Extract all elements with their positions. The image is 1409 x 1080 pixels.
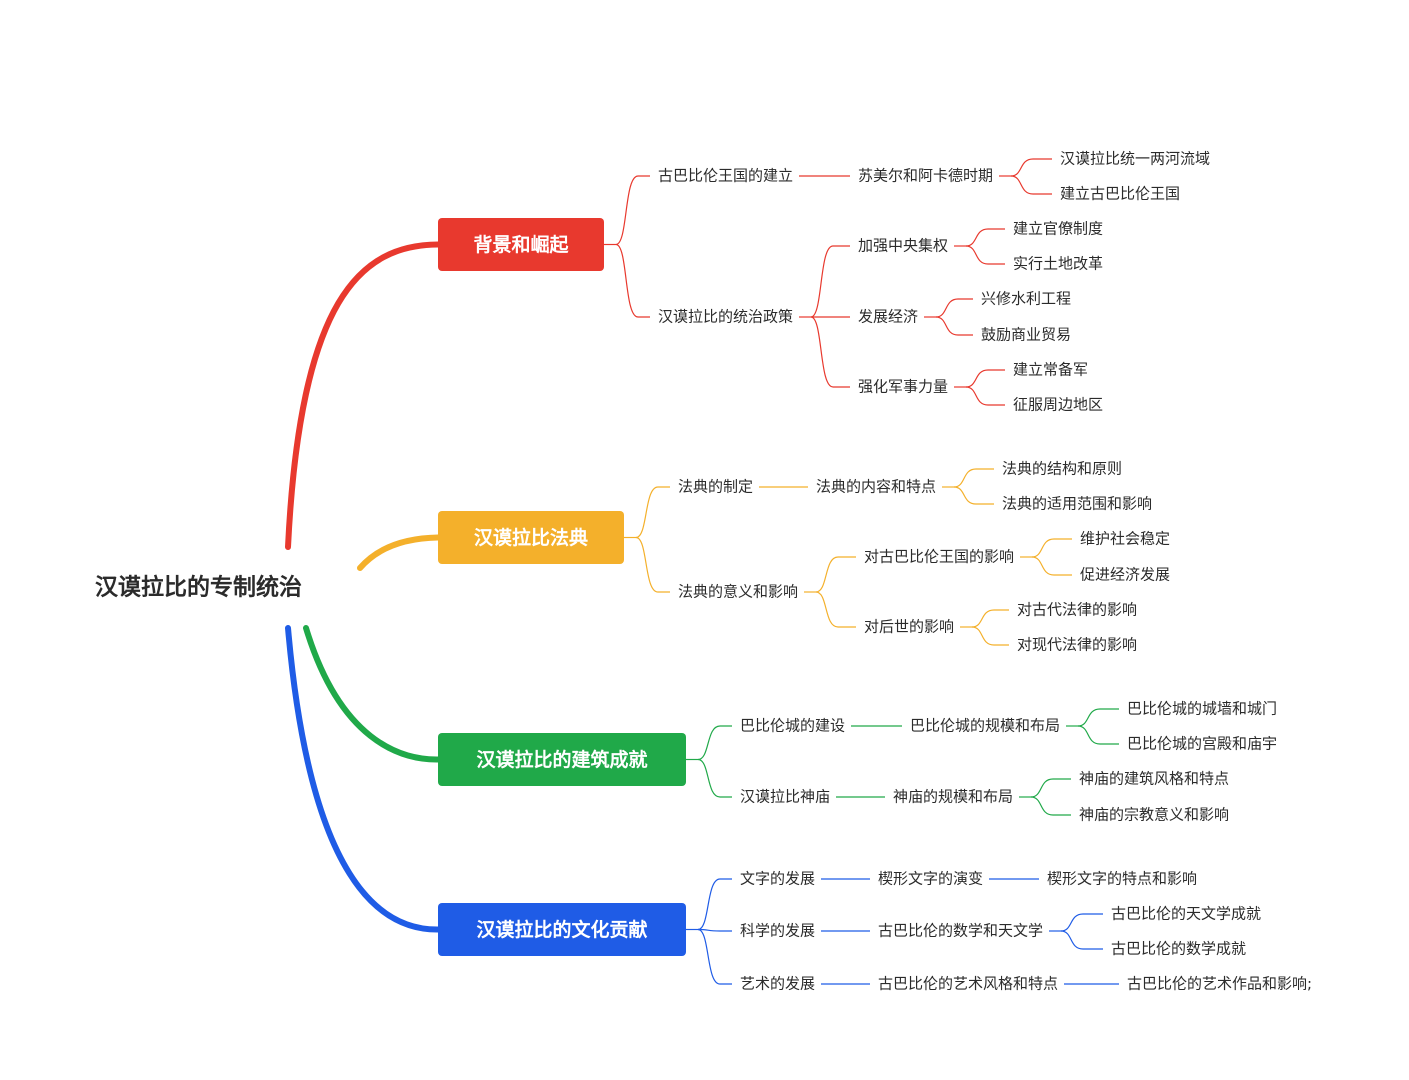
connector-line (1030, 796, 1071, 816)
subtopic-label: 古巴比伦王国的建立 (658, 167, 793, 185)
detail-label: 法典的适用范围和影响 (1002, 495, 1152, 513)
subtopic-label: 法典的意义和影响 (678, 583, 798, 601)
subtopic-label: 汉谟拉比神庙 (740, 788, 830, 806)
detail-label: 实行土地改革 (1013, 255, 1103, 273)
topic-label: 对后世的影响 (864, 618, 954, 636)
detail-label: 古巴比伦的数学成就 (1111, 940, 1246, 958)
connector-line (935, 298, 973, 318)
connector-line (697, 878, 732, 931)
detail-label: 鼓励商业贸易 (981, 326, 1071, 344)
topic-label: 楔形文字的演变 (878, 870, 983, 888)
detail-label: 维护社会稳定 (1080, 530, 1170, 548)
connector-line (1010, 158, 1052, 177)
topic-label: 古巴比伦的数学和天文学 (878, 922, 1043, 940)
connector-line (615, 243, 650, 318)
connector-line (615, 175, 650, 246)
branch-node[interactable] (438, 903, 686, 956)
topic-label: 发展经济 (858, 308, 918, 326)
detail-label: 巴比伦城的宫殿和庙宇 (1127, 735, 1277, 753)
connector-line (965, 369, 1005, 388)
detail-label: 法典的结构和原则 (1002, 460, 1122, 478)
topic-label: 古巴比伦的艺术风格和特点 (878, 975, 1058, 993)
branch-label: 背景和崛起 (473, 233, 569, 256)
detail-label: 征服周边地区 (1013, 396, 1103, 414)
connector-line (953, 486, 994, 505)
subtopic-label: 法典的制定 (678, 478, 753, 496)
detail-label: 神庙的宗教意义和影响 (1079, 806, 1229, 824)
connector-line (810, 245, 850, 318)
detail-label: 兴修水利工程 (981, 290, 1071, 308)
connector-line (1031, 556, 1072, 576)
connector-line (971, 609, 1009, 628)
detail-label: 建立古巴比伦王国 (1060, 185, 1180, 203)
connector-line (953, 468, 994, 488)
topic-label: 对古巴比伦王国的影响 (864, 548, 1014, 566)
detail-label: 对现代法律的影响 (1017, 636, 1137, 654)
connector-line (1010, 175, 1052, 195)
topic-label: 巴比伦城的规模和布局 (910, 717, 1060, 735)
detail-label: 巴比伦城的城墙和城门 (1127, 700, 1277, 718)
connector-line (635, 486, 670, 539)
connector-line (1060, 913, 1103, 932)
detail-label: 楔形文字的特点和影响 (1047, 870, 1197, 888)
connector-line (810, 316, 850, 388)
connector-lines (285, 158, 1119, 985)
detail-label: 建立官僚制度 (1013, 220, 1103, 238)
connector-line (1031, 538, 1072, 558)
connector-line (1077, 708, 1119, 727)
connector-line (815, 591, 856, 628)
connector-line (935, 316, 973, 336)
branch-label: 汉谟拉比的建筑成就 (476, 748, 647, 771)
topic-label: 加强中央集权 (858, 237, 948, 255)
connector-line (965, 228, 1005, 247)
root-branch-curve (357, 534, 441, 571)
subtopic-label: 艺术的发展 (740, 975, 815, 993)
connector-line (815, 556, 856, 593)
connector-line (697, 928, 732, 932)
branch-node[interactable] (438, 511, 624, 564)
connector-line (971, 626, 1009, 646)
branch-node[interactable] (438, 218, 604, 271)
branch-label: 汉谟拉比的文化贡献 (476, 918, 647, 941)
branch-label: 汉谟拉比法典 (474, 526, 588, 549)
branch-node[interactable] (438, 733, 686, 786)
topic-label: 法典的内容和特点 (816, 478, 936, 496)
connector-line (1077, 725, 1119, 745)
root-branch-curve (285, 241, 441, 550)
root-branch-curve (285, 625, 441, 933)
connector-line (697, 928, 732, 985)
connector-line (1030, 778, 1071, 798)
detail-label: 神庙的建筑风格和特点 (1079, 770, 1229, 788)
connector-line (965, 386, 1005, 406)
root-topic: 汉谟拉比的专制统治 (95, 574, 302, 601)
detail-label: 汉谟拉比统一两河流域 (1060, 150, 1210, 168)
detail-label: 对古代法律的影响 (1017, 601, 1137, 619)
connector-line (635, 536, 670, 593)
detail-label: 古巴比伦的天文学成就 (1111, 905, 1261, 923)
detail-label: 建立常备军 (1013, 361, 1088, 379)
topic-label: 苏美尔和阿卡德时期 (858, 167, 993, 185)
detail-label: 促进经济发展 (1080, 566, 1170, 584)
root-branch-curve (303, 625, 441, 763)
topic-label: 神庙的规模和布局 (893, 788, 1013, 806)
connector-line (697, 725, 732, 761)
subtopic-label: 科学的发展 (740, 922, 815, 940)
subtopic-label: 文字的发展 (740, 870, 815, 888)
connector-line (1060, 930, 1103, 950)
connector-line (697, 758, 732, 798)
detail-label: 古巴比伦的艺术作品和影响; (1127, 975, 1312, 993)
subtopic-label: 巴比伦城的建设 (740, 717, 845, 735)
connector-line (965, 245, 1005, 265)
topic-label: 强化军事力量 (858, 378, 948, 396)
subtopic-label: 汉谟拉比的统治政策 (658, 308, 793, 326)
mind-map-nodes: 汉谟拉比的专制统治 背景和崛起 古巴比伦王国的建立 苏美尔和阿卡德时期 汉谟拉比统一两河… (95, 150, 1312, 993)
